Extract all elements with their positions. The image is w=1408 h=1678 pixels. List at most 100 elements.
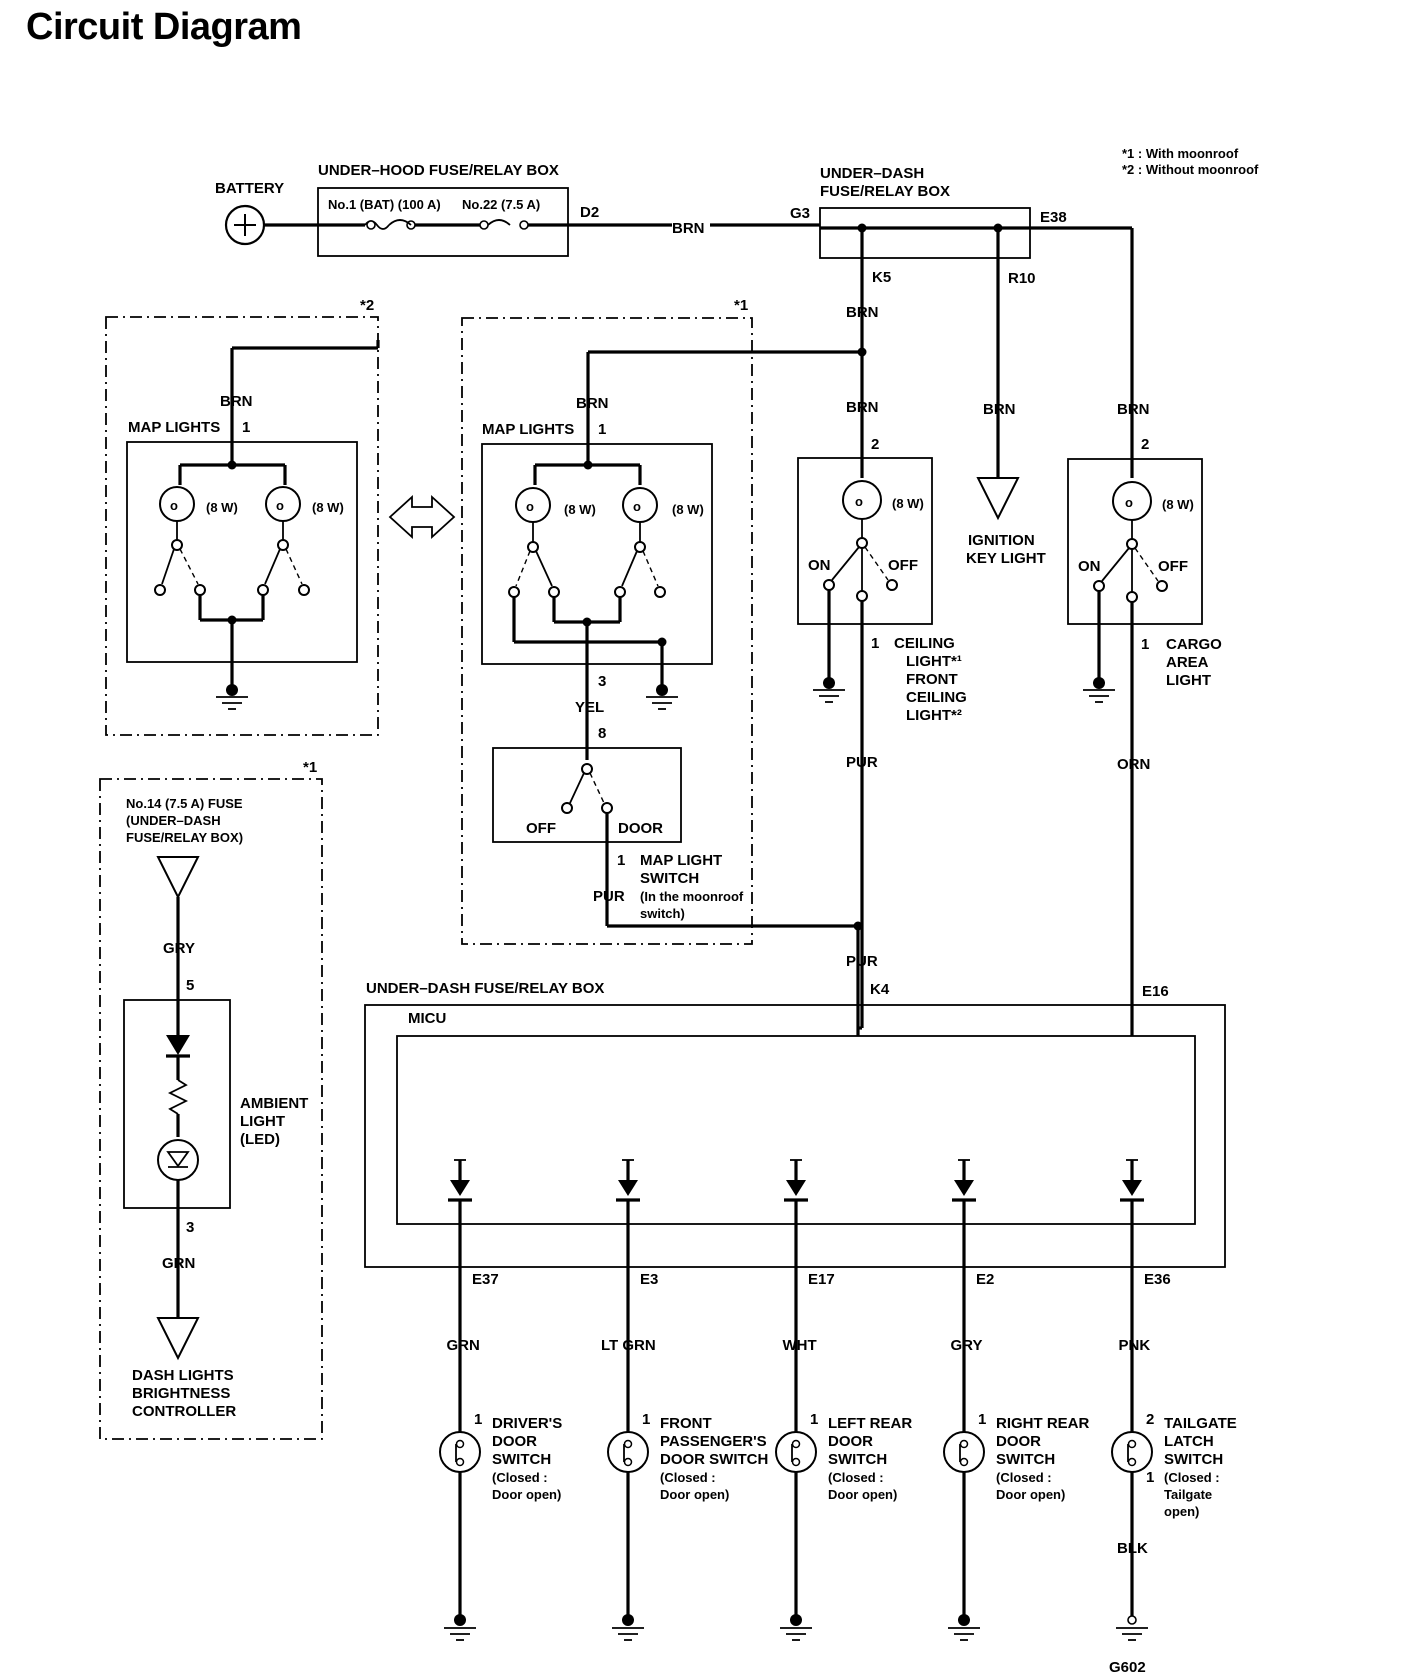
ceiling-name-3: FRONT [906, 671, 958, 688]
map2-ground-icon [216, 684, 248, 710]
battery-icon [224, 204, 266, 246]
ceiling-on: ON [808, 557, 831, 574]
ambient-pin-3: 3 [186, 1219, 194, 1236]
switch-term-5: 2 [1146, 1411, 1154, 1428]
switch-name-5-6: open) [1164, 1504, 1199, 1519]
map2-mark: *2 [360, 297, 374, 314]
ambient-name-2: LIGHT [240, 1113, 285, 1130]
ambient-fuse-1: No.14 (7.5 A) FUSE [126, 796, 243, 811]
switch-wire-3: WHT [783, 1337, 817, 1354]
switch-name-1-4: (Closed : [492, 1470, 548, 1485]
map1-watt-2: (8 W) [672, 502, 704, 517]
door-switch-5 [1111, 1159, 1153, 1641]
dash-controller-name-2: BRIGHTNESS [132, 1385, 230, 1402]
map-switch-off: OFF [526, 820, 556, 837]
ground-g602: G602 [1109, 1659, 1146, 1676]
map-switch-pin-8: 8 [598, 725, 606, 742]
switch-pin-5: E36 [1144, 1271, 1171, 1288]
switch-name-4-5: Door open) [996, 1487, 1065, 1502]
note-without-moonroof: *2 : Without moonroof [1122, 162, 1259, 177]
cargo-name-1: CARGO [1166, 636, 1222, 653]
note-with-moonroof: *1 : With moonroof [1122, 146, 1239, 161]
pin-e38: E38 [1040, 209, 1067, 226]
wire-orn: ORN [1117, 756, 1150, 773]
svg-text:o: o [170, 498, 178, 513]
dash-controller-name-3: CONTROLLER [132, 1403, 236, 1420]
switch-wire-1: GRN [447, 1337, 480, 1354]
pin-r10: R10 [1008, 270, 1036, 287]
svg-text:o: o [526, 499, 534, 514]
switch-name-3-3: SWITCH [828, 1451, 887, 1468]
cargo-on: ON [1078, 558, 1101, 575]
switch-pin-1: E37 [472, 1271, 499, 1288]
cargo-watt: (8 W) [1162, 497, 1194, 512]
battery-feed-wire [264, 219, 820, 230]
underhood-title: UNDER–HOOD FUSE/RELAY BOX [318, 162, 559, 179]
wire-brn-ceiling: BRN [846, 399, 879, 416]
cargo-pin-1: 1 [1141, 636, 1149, 653]
door-switch-2 [607, 1159, 649, 1641]
map2-circuit: o o [154, 460, 310, 690]
switch-name-4-2: DOOR [996, 1433, 1041, 1450]
wire-brn-map1: BRN [576, 395, 609, 412]
cargo-light-box [1067, 458, 1203, 625]
switch-wire-2: LT GRN [601, 1337, 656, 1354]
cargo-light: o [1093, 481, 1168, 1028]
cargo-pin-2: 2 [1141, 436, 1149, 453]
switch-name-4-3: SWITCH [996, 1451, 1055, 1468]
switch-name-2-5: Door open) [660, 1487, 729, 1502]
ceiling-light-box [797, 457, 933, 625]
map-switch-name-1: MAP LIGHT [640, 852, 722, 869]
ambient-led-icon [157, 1000, 199, 1318]
ambient-light-outline [99, 778, 323, 1440]
ceiling-pin-1: 1 [871, 635, 879, 652]
map1-mark: *1 [734, 297, 748, 314]
svg-text:o: o [276, 498, 284, 513]
ignition-name-2: KEY LIGHT [966, 550, 1046, 567]
wire-brn-cargo: BRN [1117, 401, 1150, 418]
pin-g3: G3 [790, 205, 810, 222]
map1-box [481, 443, 713, 665]
switch-name-5-2: LATCH [1164, 1433, 1214, 1450]
switch-name-5-3: SWITCH [1164, 1451, 1223, 1468]
map2-label: MAP LIGHTS [128, 419, 220, 436]
cargo-name-2: AREA [1166, 654, 1209, 671]
dash-lights-controller-icon [156, 1317, 200, 1361]
switch-name-5-1: TAILGATE [1164, 1415, 1237, 1432]
door-switch-4 [943, 1159, 985, 1641]
map-switch-door: DOOR [618, 820, 663, 837]
map1-watt-1: (8 W) [564, 502, 596, 517]
wire-grn-dash: GRN [162, 1255, 195, 1272]
switch-name-3-4: (Closed : [828, 1470, 884, 1485]
door-switch-3 [775, 1159, 817, 1641]
wire-brn-main: BRN [672, 220, 705, 237]
micu-label: MICU [408, 1010, 446, 1027]
fuse-no1-label: No.1 (BAT) (100 A) [328, 197, 441, 212]
switch-term-2: 1 [642, 1411, 650, 1428]
map2-watt-2: (8 W) [312, 500, 344, 515]
wire-blk: BLK [1117, 1540, 1148, 1557]
pin-d2: D2 [580, 204, 599, 221]
underdash-top-title-2: FUSE/RELAY BOX [820, 183, 950, 200]
map-switch-pin-1: 1 [617, 852, 625, 869]
svg-text:o: o [1125, 495, 1133, 510]
ambient-fuse-3: FUSE/RELAY BOX) [126, 830, 243, 845]
ceiling-name-2: LIGHT*¹ [906, 653, 962, 670]
ambient-mark: *1 [303, 759, 317, 776]
switch-pin-4: E2 [976, 1271, 994, 1288]
map-switch-name-2: SWITCH [640, 870, 699, 887]
switch-name-4-4: (Closed : [996, 1470, 1052, 1485]
wire-pur-ceiling: PUR [846, 754, 878, 771]
wire-brn-k5: BRN [846, 304, 879, 321]
map2-feed-wire [230, 340, 380, 465]
wire-pur-switch: PUR [593, 888, 625, 905]
map2-pin-1: 1 [242, 419, 250, 436]
wire-pur-k4: PUR [846, 953, 878, 970]
wire-brn-ign: BRN [983, 401, 1016, 418]
map-switch-name-4: switch) [640, 906, 685, 921]
ceiling-name-5: LIGHT*² [906, 707, 962, 724]
cargo-off: OFF [1158, 558, 1188, 575]
underdash-top-box [819, 207, 1031, 259]
switch-name-1-5: Door open) [492, 1487, 561, 1502]
